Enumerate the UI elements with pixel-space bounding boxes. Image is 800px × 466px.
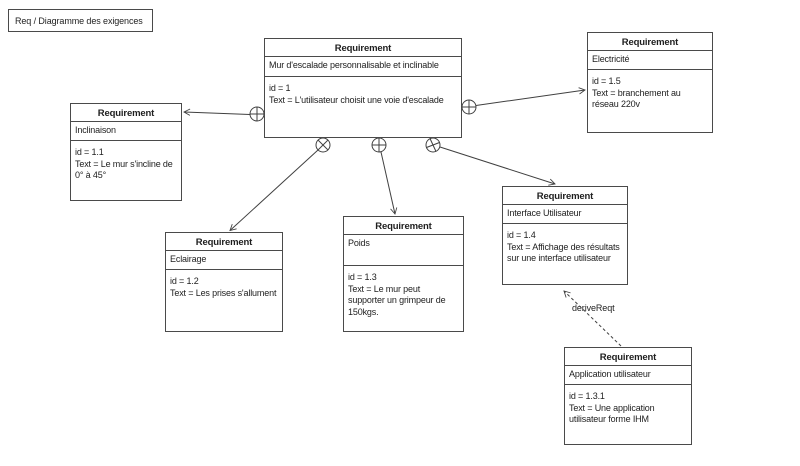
requirement-name: Electricité	[588, 51, 712, 70]
requirement-body: id = 1.4 Text = Affichage des résultats …	[507, 230, 620, 264]
requirement-body: id = 1.1 Text = Le mur s'incline de 0° à…	[75, 147, 173, 181]
requirement-stereotype: Requirement	[166, 233, 282, 251]
requirement-body: id = 1.2 Text = Les prises s'allument	[170, 276, 277, 298]
requirement-stereotype: Requirement	[503, 187, 627, 205]
requirement-box-eclairage: Requirement Eclairage id = 1.2 Text = Le…	[165, 232, 283, 332]
requirement-stereotype: Requirement	[265, 39, 461, 57]
requirement-body: id = 1.3.1 Text = Une application utilis…	[569, 391, 655, 425]
derive-reqt-connector	[563, 290, 622, 347]
requirement-body: id = 1.3 Text = Le mur peut supporter un…	[348, 272, 446, 317]
requirement-box-mur: Requirement Mur d'escalade personnalisab…	[264, 38, 462, 138]
containment-connector-electricite	[461, 87, 586, 115]
requirement-stereotype: Requirement	[344, 217, 463, 235]
requirement-stereotype: Requirement	[565, 348, 691, 366]
requirement-body: id = 1 Text = L'utilisateur choisit une …	[269, 83, 444, 105]
containment-connector-poids	[371, 137, 398, 215]
containment-connector-interface	[425, 137, 556, 186]
requirement-name: Mur d'escalade personnalisable et inclin…	[265, 57, 461, 77]
requirement-stereotype: Requirement	[71, 104, 181, 122]
containment-connector-inclinaison	[183, 106, 265, 122]
requirement-box-electricite: Requirement Electricité id = 1.5 Text = …	[587, 32, 713, 133]
requirement-box-interface: Requirement Interface Utilisateur id = 1…	[502, 186, 628, 285]
requirement-box-application: Requirement Application utilisateur id =…	[564, 347, 692, 445]
containment-crosshair-icon	[249, 106, 265, 122]
requirement-box-poids: Requirement Poids id = 1.3 Text = Le mur…	[343, 216, 464, 332]
containment-crosshair-icon	[461, 99, 477, 115]
containment-connector-eclairage	[229, 137, 331, 232]
requirement-name: Application utilisateur	[565, 366, 691, 385]
containment-crosshair-icon	[425, 137, 441, 153]
requirement-name: Inclinaison	[71, 122, 181, 141]
derive-reqt-label: deriveReqt	[572, 303, 615, 313]
containment-crosshair-icon	[315, 137, 331, 153]
requirement-stereotype: Requirement	[588, 33, 712, 51]
requirement-name: Interface Utilisateur	[503, 205, 627, 224]
containment-crosshair-icon	[371, 137, 387, 153]
requirement-name: Poids	[344, 235, 463, 266]
diagram-frame-label: Req / Diagramme des exigences	[8, 9, 153, 32]
requirement-box-inclinaison: Requirement Inclinaison id = 1.1 Text = …	[70, 103, 182, 201]
requirement-body: id = 1.5 Text = branchement au réseau 22…	[592, 76, 681, 110]
requirement-name: Eclairage	[166, 251, 282, 270]
